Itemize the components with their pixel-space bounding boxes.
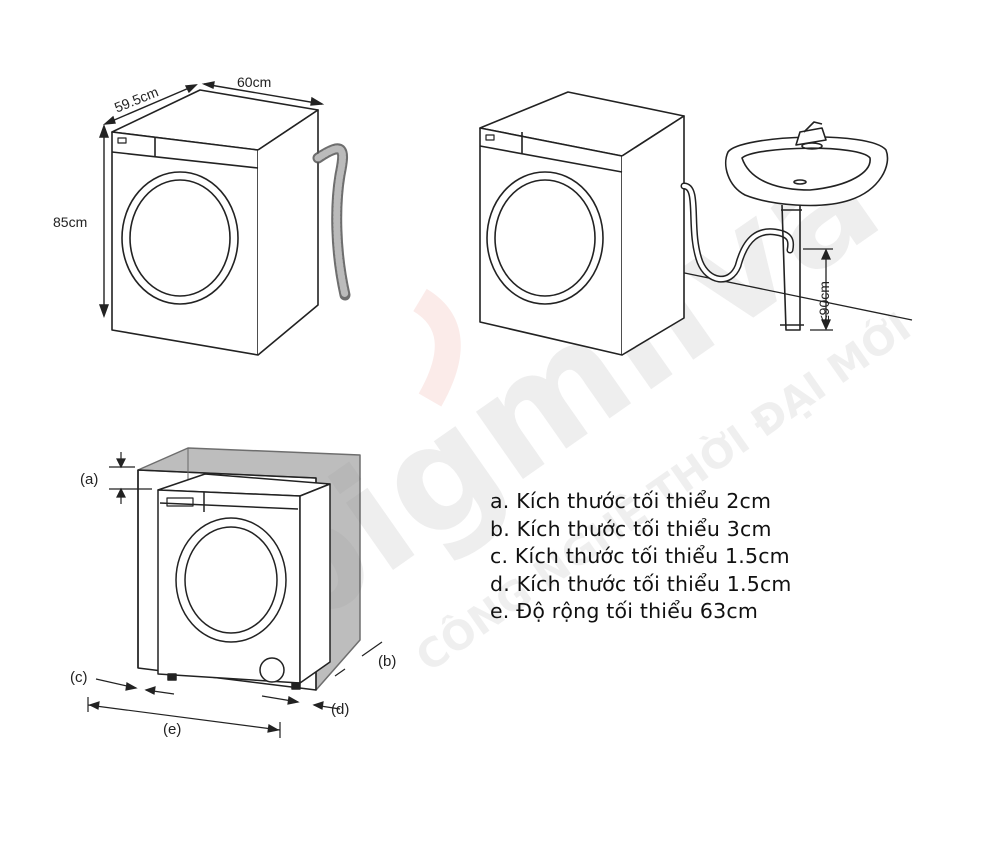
note-e: e. Độ rộng tối thiểu 63cm <box>490 599 759 623</box>
drain-height-label: ≤90cm <box>816 281 832 323</box>
height-label: 85cm <box>53 214 87 230</box>
marker-d: (d) <box>331 701 349 718</box>
marker-b: (b) <box>378 653 396 670</box>
washer-drain-figure <box>479 91 913 356</box>
drain-height-indicator <box>803 248 833 331</box>
niche-installation-figure <box>137 447 361 691</box>
clearance-notes: a. Kích thước tối thiểu 2cm b. Kích thướ… <box>490 488 792 626</box>
note-d: d. Kích thước tối thiểu 1.5cm <box>490 571 792 596</box>
clearance-dimension-lines <box>87 452 383 738</box>
marker-e: (e) <box>163 721 181 738</box>
dimension-lines <box>99 81 325 319</box>
marker-a: (a) <box>80 471 98 488</box>
width-label: 60cm <box>237 74 271 90</box>
note-b: b. Kích thước tối thiểu 3cm <box>490 516 772 541</box>
marker-c: (c) <box>70 669 88 686</box>
note-c: c. Kích thước tối thiểu 1.5cm <box>490 544 790 568</box>
washer-dimensions-figure <box>111 89 351 356</box>
note-a: a. Kích thước tối thiểu 2cm <box>490 489 772 513</box>
